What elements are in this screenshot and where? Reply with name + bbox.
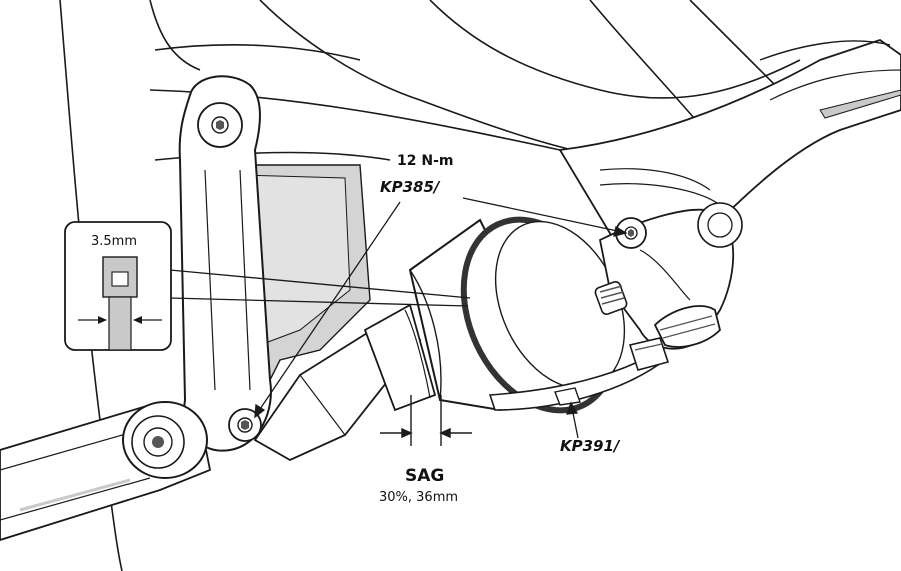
cable-guide-part-label: KP391/ [560,437,620,455]
torque-label: 12 N-m [397,153,454,169]
rocker-link [178,75,272,452]
rear-shock [253,216,667,462]
sag-title: SAG [405,466,445,486]
callout-lines [169,269,471,307]
sag-value: 30%, 36mm [379,490,459,505]
frame-tube-right [558,39,901,251]
leader-lines [254,197,628,439]
bolt-part-label: KP385/ [380,178,440,196]
sag-measure [380,395,472,446]
main-pivot-axle [122,401,208,479]
zip-tie-inset [64,221,172,351]
zip-tie-width-label: 3.5mm [91,234,138,249]
lower-pivot-bolt [228,408,262,442]
